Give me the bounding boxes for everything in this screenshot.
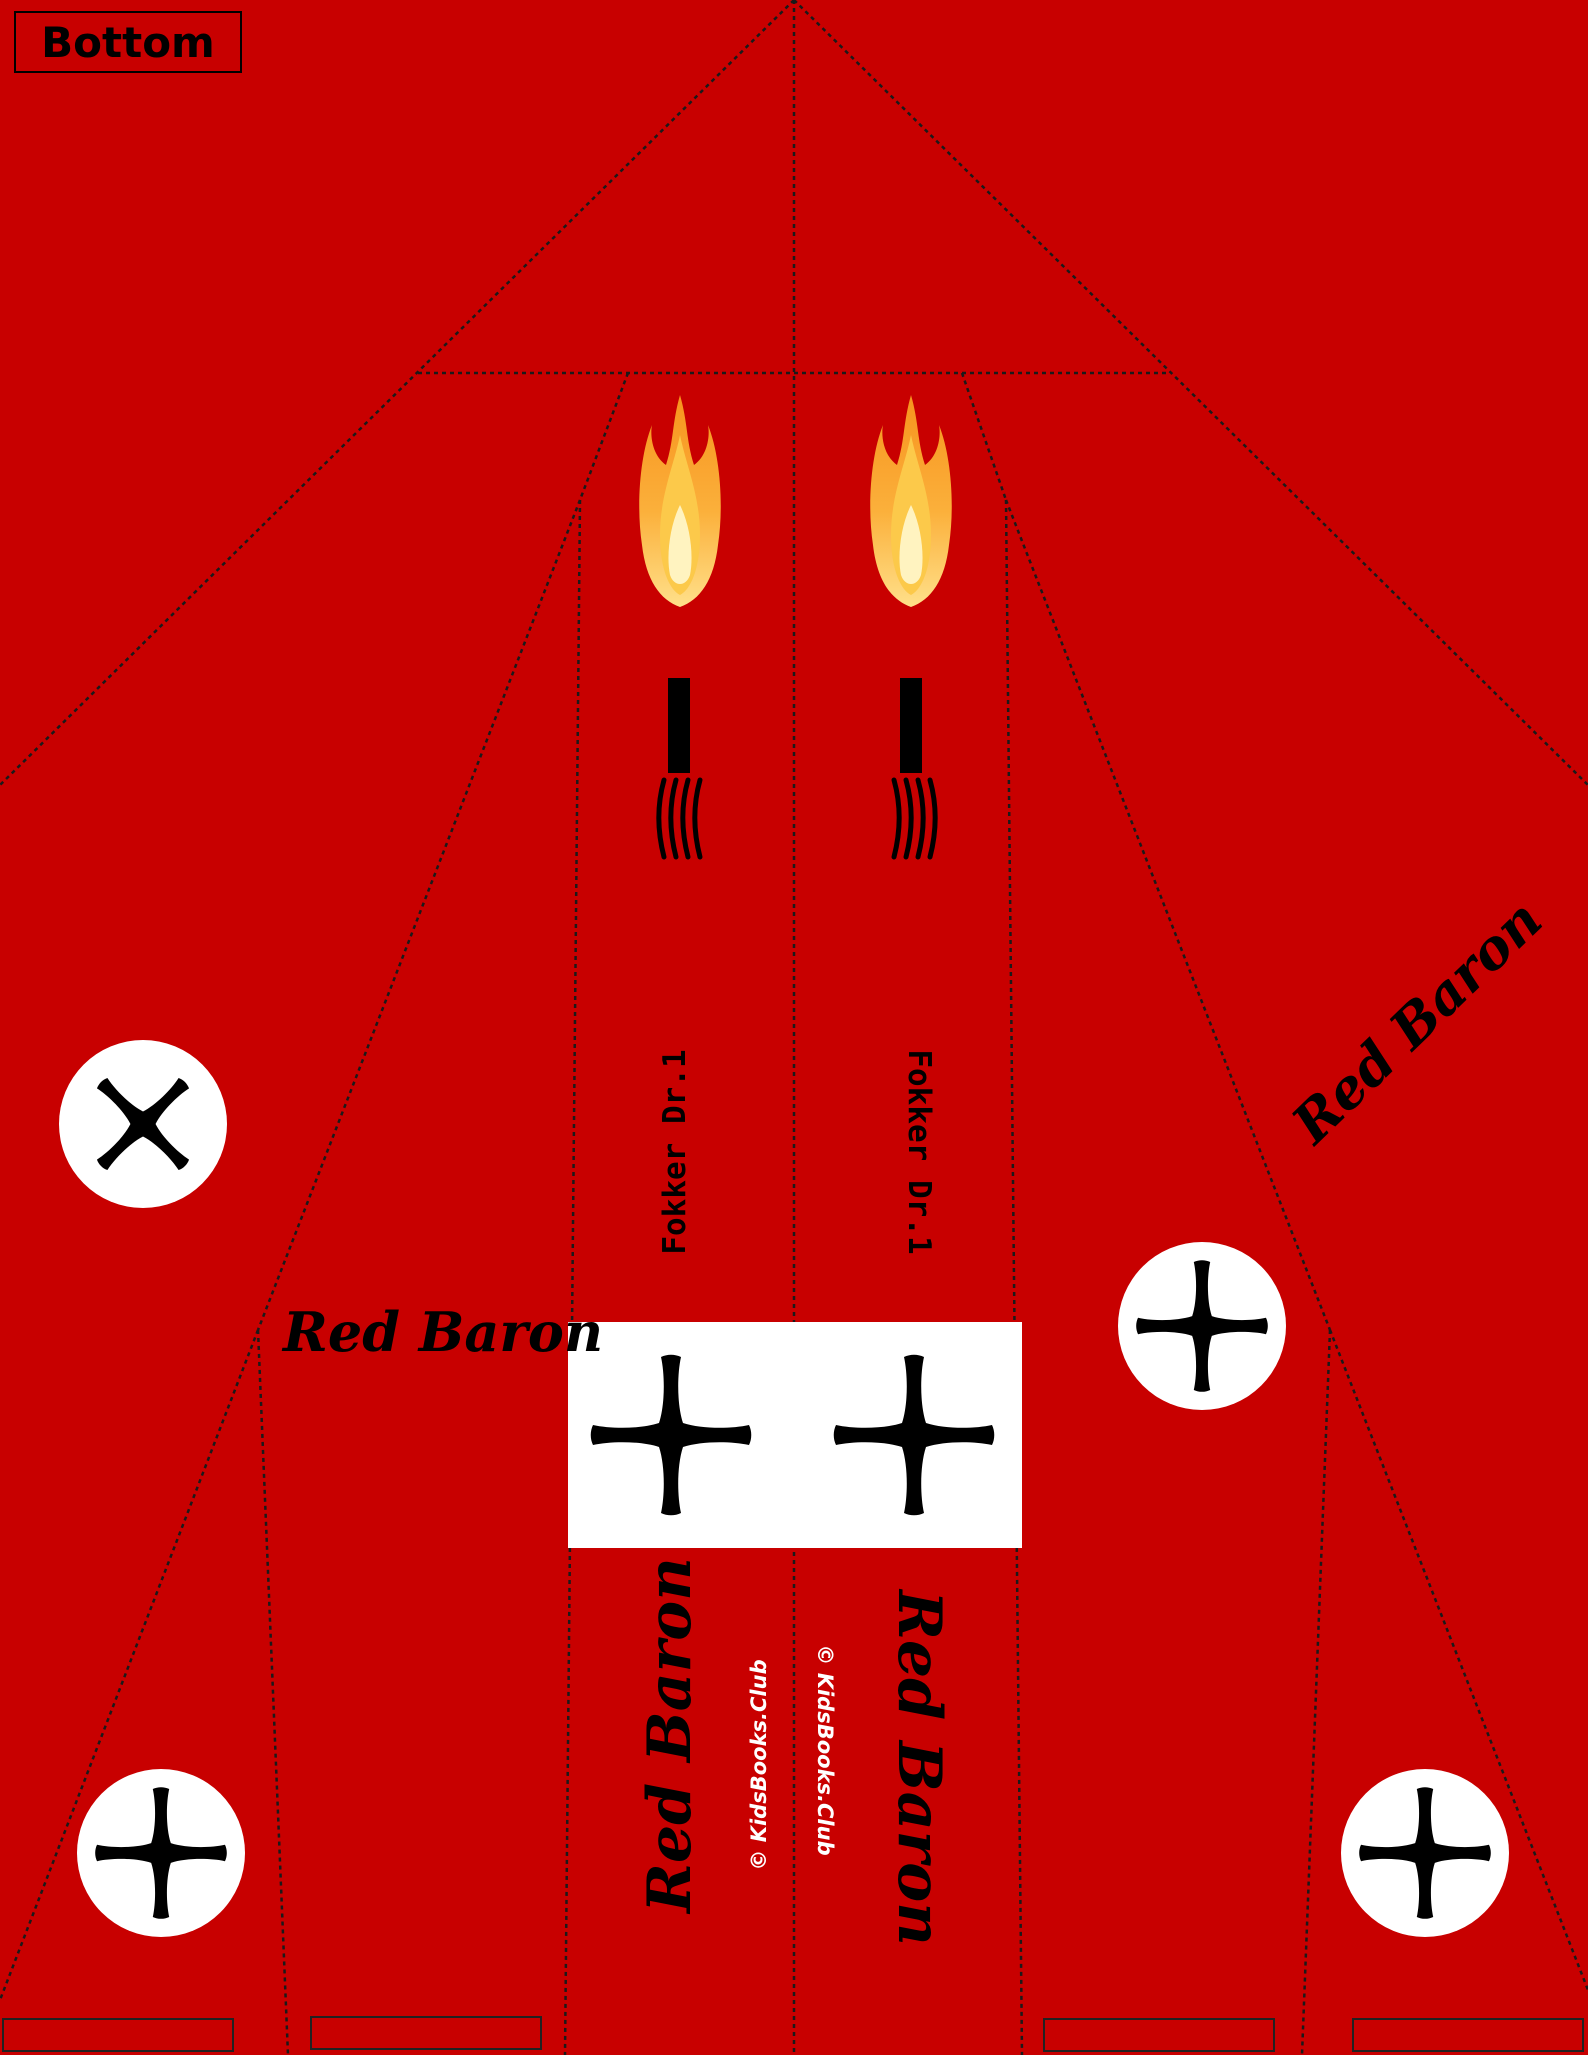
- copyright-left: © KidsBooks.Club: [747, 1659, 771, 1870]
- model-label-right: Fokker Dr.1: [901, 1049, 937, 1254]
- decal-label-left-wing: Red Baron: [281, 1300, 603, 1364]
- glue-tab: [1352, 2018, 1584, 2052]
- roundel-right-mid: [1118, 1242, 1286, 1410]
- flame-icon: [870, 395, 952, 607]
- gun-barrel: [668, 678, 690, 773]
- decal-label-fuselage-right: Red Baron: [884, 1588, 954, 1946]
- copyright-right: © KidsBooks.Club: [813, 1644, 837, 1855]
- glue-tab: [1043, 2018, 1275, 2052]
- barrel-coils: [656, 777, 703, 860]
- glue-tab: [310, 2016, 542, 2050]
- model-label-left: Fokker Dr.1: [657, 1049, 693, 1254]
- glue-tab: [2, 2018, 234, 2052]
- panel-label: Bottom: [14, 11, 242, 73]
- decal-label-fuselage-left: Red Baron: [635, 1557, 705, 1915]
- gun-barrel: [900, 678, 922, 773]
- roundel-left-mid: [59, 1040, 227, 1208]
- right-gun: [870, 395, 952, 860]
- flame-icon: [639, 395, 721, 607]
- roundel-right-bottom: [1341, 1769, 1509, 1937]
- roundel-left-bottom: [77, 1769, 245, 1937]
- decal-label-right-wing: Red Baron: [1278, 887, 1554, 1157]
- left-gun: [639, 395, 721, 860]
- barrel-coils: [891, 777, 938, 860]
